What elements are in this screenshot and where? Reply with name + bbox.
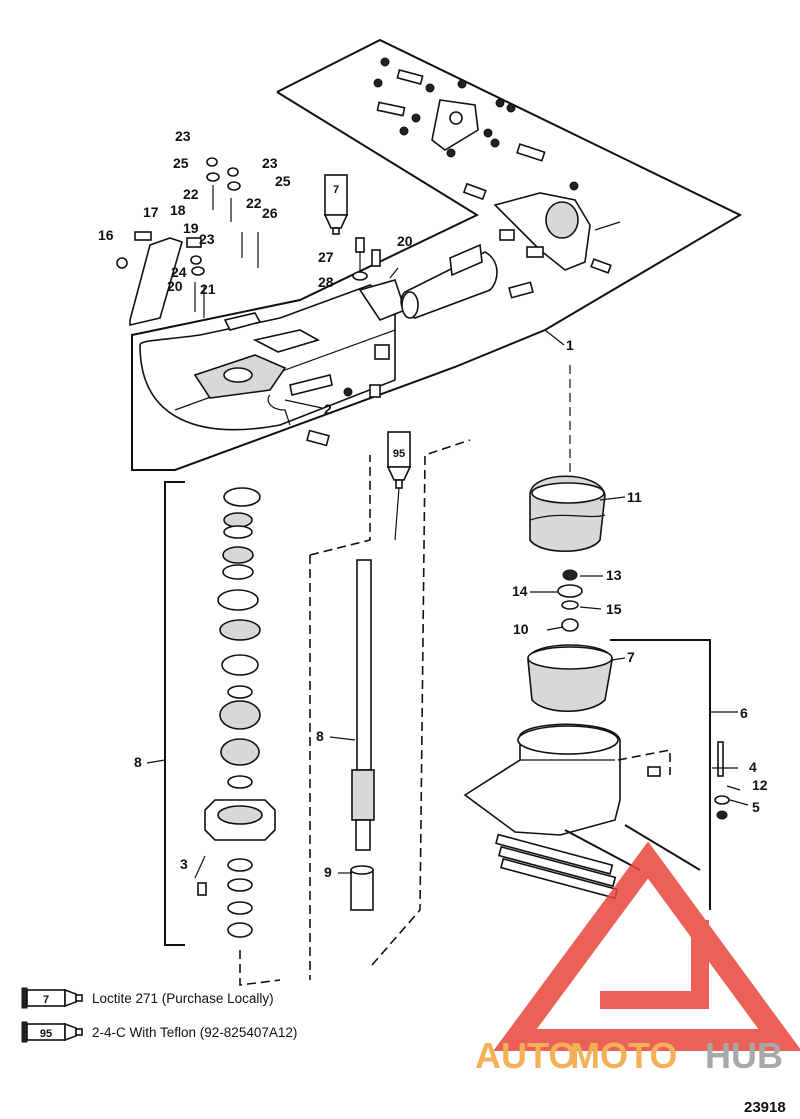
upper-tube-label: 7 [333,184,339,196]
callout-5: 5 [752,799,760,815]
leader-lines [146,329,749,879]
callout-22-right: 22 [246,195,262,211]
legend-code-95: 95 [40,1028,52,1040]
callout-15: 15 [606,601,622,617]
callout-17: 17 [143,204,159,220]
callout-23-mid: 23 [199,231,215,247]
callout-18: 18 [170,202,186,218]
callout-23-top: 23 [175,128,191,144]
callout-21: 21 [200,281,216,297]
callout-13: 13 [606,567,622,583]
callout-24: 24 [171,264,187,280]
callout-14: 14 [512,583,528,599]
callout-22-left: 22 [183,186,199,202]
callout-23-right: 23 [262,155,278,171]
figure-number: 23918 [744,1099,786,1116]
ride-plate-bars [495,833,619,900]
callout-6: 6 [740,705,748,721]
upper-hardware [373,57,621,299]
callout-10: 10 [513,621,529,637]
legend: 7 Loctite 271 (Purchase Locally) 95 2-4-… [21,987,297,1043]
sleeve-tube [389,243,498,319]
callout-4: 4 [749,759,757,775]
drive-shaft: 95 [309,431,471,980]
callout-28: 28 [318,274,334,290]
autmotohub-watermark: AUTO MOTO HUB [475,841,800,1076]
watermark-auto: AUTO [475,1035,576,1076]
middle-tube-label: 95 [393,448,405,460]
callout-20-left: 20 [167,278,183,294]
pump-housing [139,279,406,447]
legend-loctite-row: 7 Loctite 271 (Purchase Locally) [21,987,274,1009]
impeller-and-nozzle-group [463,365,730,910]
callout-25-left: 25 [173,155,189,171]
legend-text-loctite: Loctite 271 (Purchase Locally) [92,991,274,1006]
callout-8-center: 8 [316,728,324,744]
callout-9: 9 [324,864,332,880]
bearing-stack-group [164,481,281,986]
callout-26: 26 [262,205,278,221]
callout-12: 12 [752,777,768,793]
callout-labels: 1 2 3 4 5 6 7 7 8 8 9 10 11 12 13 14 15 … [98,128,768,880]
callout-20-right: 20 [397,233,413,249]
legend-lubricant-row: 95 2-4-C With Teflon (92-825407A12) [21,1021,297,1043]
callout-3: 3 [180,856,188,872]
legend-text-lubricant: 2-4-C With Teflon (92-825407A12) [92,1025,297,1040]
callout-27: 27 [318,249,334,265]
bracket-and-studs [116,157,259,327]
callout-11: 11 [627,489,642,505]
legend-code-7: 7 [43,994,49,1006]
callout-8-left: 8 [134,754,142,770]
callout-1: 1 [566,337,574,353]
callout-19: 19 [183,220,199,236]
callout-2: 2 [324,401,332,417]
watermark-moto: MOTO [570,1035,677,1076]
watermark-hub: HUB [705,1035,783,1076]
callout-7-lower: 7 [627,649,635,665]
loctite-tube-icon: 7 [323,174,381,281]
callout-25-right: 25 [275,173,291,189]
callout-16: 16 [98,227,114,243]
